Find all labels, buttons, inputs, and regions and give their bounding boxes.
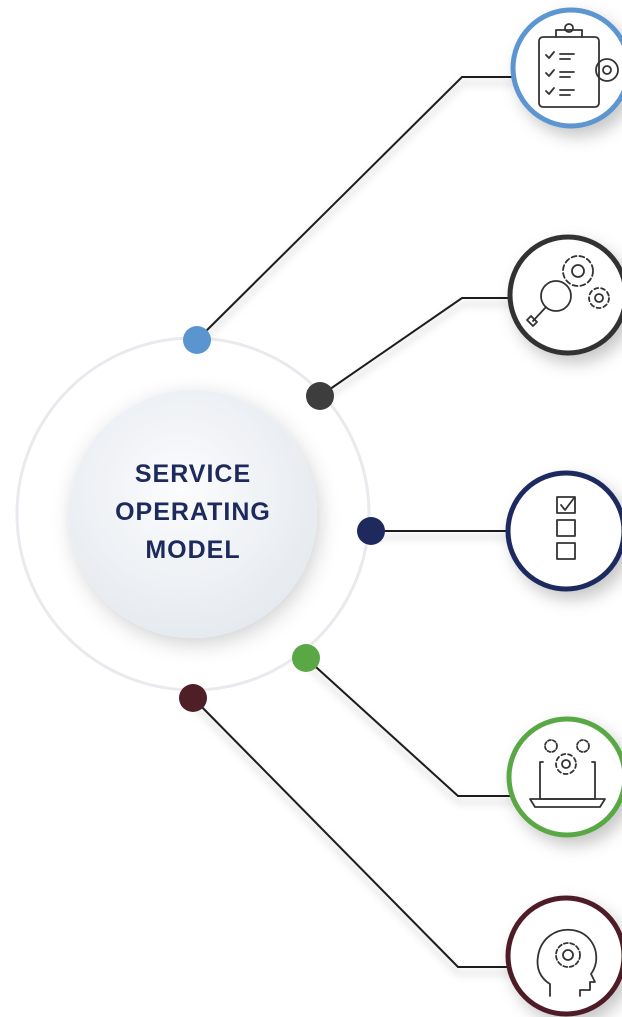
spoke-node-1 bbox=[510, 7, 622, 129]
dot-1 bbox=[183, 326, 211, 354]
magnifier-gears-icon bbox=[526, 255, 610, 327]
dot-3 bbox=[357, 517, 385, 545]
dot-2 bbox=[306, 382, 334, 410]
spoke-node-3 bbox=[505, 470, 622, 592]
spoke-node-5 bbox=[505, 895, 622, 1017]
clipboard-checklist-gear-icon bbox=[538, 23, 619, 108]
connector-line-5 bbox=[192, 697, 515, 968]
center-title-line-1: SERVICE bbox=[134, 460, 252, 488]
spoke-node-2 bbox=[507, 234, 622, 356]
checkbox-list-icon bbox=[556, 496, 576, 560]
center-title: SERVICE OPERATING MODEL bbox=[98, 455, 288, 569]
connector-line-4 bbox=[305, 657, 515, 797]
laptop-gears-icon bbox=[529, 739, 606, 808]
center-title-line-3: MODEL bbox=[145, 536, 241, 564]
center-title-line-2: OPERATING bbox=[115, 498, 271, 526]
dot-4 bbox=[292, 644, 320, 672]
dot-5 bbox=[179, 684, 207, 712]
connector-line-1 bbox=[196, 76, 515, 341]
spoke-node-4 bbox=[506, 716, 622, 838]
center-disc bbox=[69, 390, 317, 638]
head-gear-icon bbox=[536, 928, 598, 997]
connector-line-2 bbox=[319, 297, 515, 397]
